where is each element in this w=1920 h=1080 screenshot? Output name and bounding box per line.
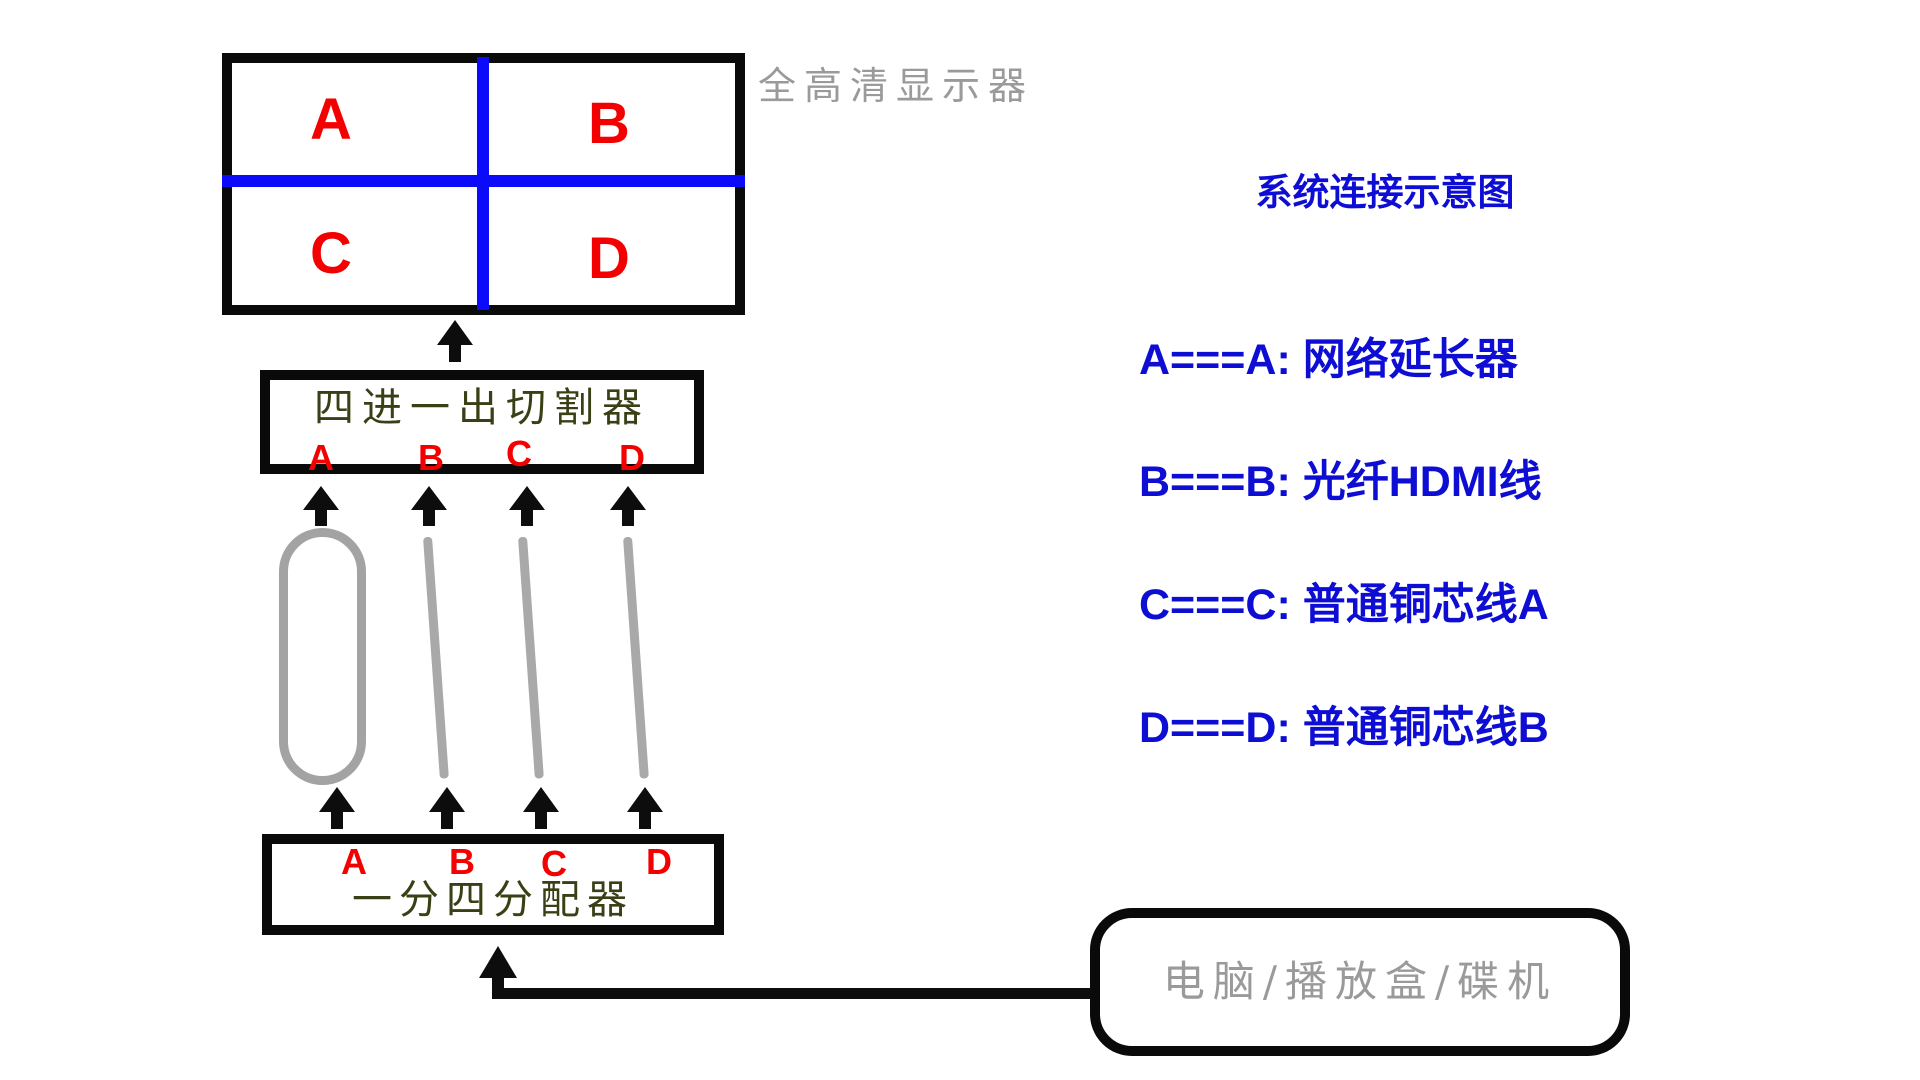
legend-item-c: C===C: 普通铜芯线A xyxy=(1139,581,1549,629)
legend-item-b: B===B: 光纤HDMI线 xyxy=(1139,458,1542,506)
monitor-quadrant-d-label: D xyxy=(588,226,630,291)
distributor-port-d-label: D xyxy=(646,841,672,882)
distributor-to-cable-c-arrow-icon xyxy=(523,787,559,829)
splitter-port-b-label: B xyxy=(418,437,444,478)
legend-item-d: D===D: 普通铜芯线B xyxy=(1139,704,1549,752)
cable-a-to-splitter-arrow-icon xyxy=(303,486,339,526)
source-to-distributor-arrowhead-icon xyxy=(479,946,517,978)
network-extender-cable-a xyxy=(279,528,366,785)
legend-title: 系统连接示意图 xyxy=(1255,172,1515,213)
cable-b-to-splitter-arrow-icon xyxy=(411,486,447,526)
splitter-port-c-label: C xyxy=(506,433,532,474)
distributor-to-cable-d-arrow-icon xyxy=(627,787,663,829)
distributor-box: A B C D 一分四分配器 xyxy=(262,834,724,935)
fiber-hdmi-cable-b xyxy=(423,536,449,779)
cable-d-to-splitter-arrow-icon xyxy=(610,486,646,526)
monitor-quadrant-b-label: B xyxy=(588,91,630,156)
source-connector-horizontal-line xyxy=(492,988,1092,999)
distributor-port-a-label: A xyxy=(341,841,367,882)
cable-c-to-splitter-arrow-icon xyxy=(509,486,545,526)
monitor-caption: 全高清显示器 xyxy=(758,64,1035,108)
distributor-port-c-label: C xyxy=(541,843,567,884)
legend-item-a: A===A: 网络延长器 xyxy=(1139,336,1518,384)
splitter-port-d-label: D xyxy=(619,437,645,478)
splitter-box: 四进一出切割器 A B C D xyxy=(260,370,704,478)
monitor-vertical-divider xyxy=(477,57,489,310)
distributor-title: 一分四分配器 xyxy=(352,877,634,923)
splitter-port-a-label: A xyxy=(308,437,334,478)
distributor-port-b-label: B xyxy=(449,841,475,882)
distributor-to-cable-a-arrow-icon xyxy=(319,787,355,829)
splitter-to-monitor-arrow-icon xyxy=(437,320,473,362)
source-box: 电脑/播放盒/碟机 xyxy=(1090,908,1630,1056)
monitor-box: A B C D xyxy=(222,53,745,315)
source-label: 电脑/播放盒/碟机 xyxy=(1162,957,1558,1006)
copper-cable-c xyxy=(518,536,544,779)
monitor-quadrant-a-label: A xyxy=(310,87,352,152)
distributor-to-cable-b-arrow-icon xyxy=(429,787,465,829)
monitor-quadrant-c-label: C xyxy=(310,221,352,286)
splitter-title: 四进一出切割器 xyxy=(314,385,650,431)
copper-cable-d xyxy=(623,536,649,779)
